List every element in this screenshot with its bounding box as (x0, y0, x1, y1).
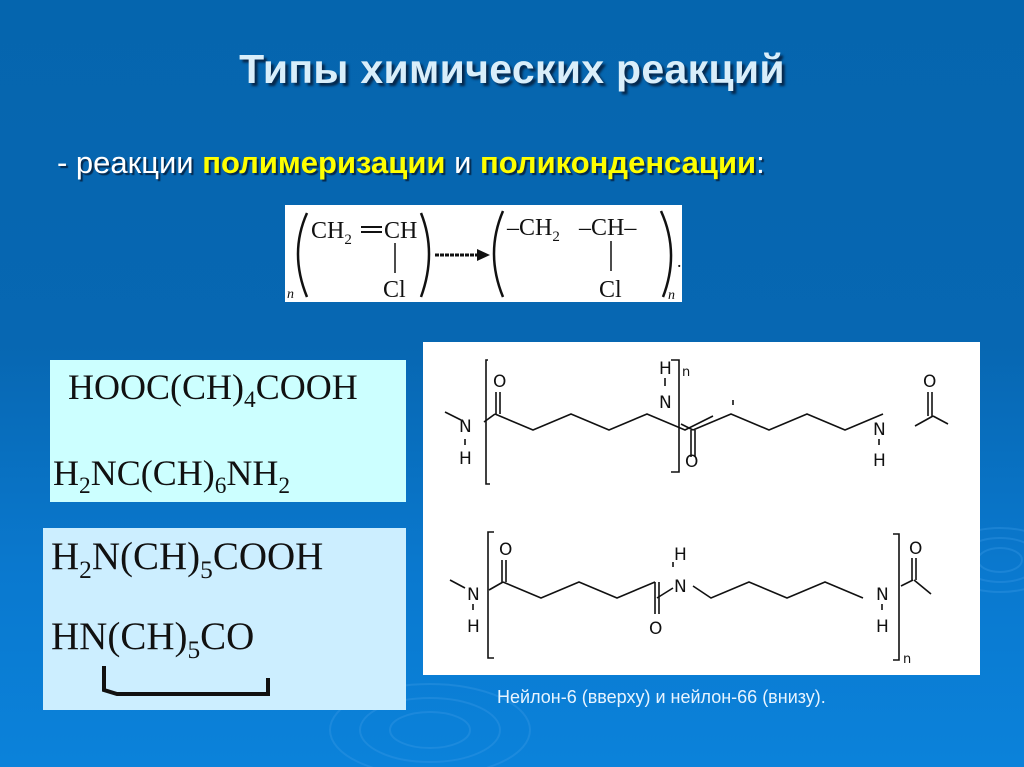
subtitle-highlight-polymerization: полимеризации (202, 145, 446, 180)
svg-text:O: O (493, 372, 506, 392)
svg-text:H: H (873, 451, 886, 471)
svg-text:H: H (459, 449, 472, 469)
caprolactam-ring-bracket (102, 666, 270, 696)
svg-text:N: N (674, 577, 687, 597)
pvc-polymerization-equation: n CH2 CH Cl –CH2 –CH– Cl n . (285, 205, 682, 302)
coefficient-n: n (287, 287, 294, 302)
subtitle-highlight-polycondensation: поликонденсации (480, 145, 757, 180)
nylon-structures-image: N H O H N n O N H O (423, 342, 980, 675)
subtitle-suffix: : (756, 145, 765, 180)
subtitle-connector: и (445, 145, 480, 180)
end-dot: . (677, 251, 682, 271)
svg-text:H: H (876, 617, 889, 637)
svg-text:O: O (499, 540, 512, 560)
polymer-ch2: –CH2 (506, 215, 560, 245)
svg-text:H: H (467, 617, 480, 637)
svg-text:O: O (923, 372, 936, 392)
svg-text:N: N (876, 585, 889, 605)
polymer-ch: –CH– (578, 215, 637, 241)
svg-text:O: O (685, 452, 698, 472)
svg-text:H: H (674, 545, 687, 565)
hexamethylenediamine-formula: H2NC(CH)6NH2 (53, 453, 291, 500)
monomer-ch: CH (384, 218, 417, 244)
nylon66-monomers-box: HOOC(CH)4COOH H2NC(CH)6NH2 (50, 360, 406, 502)
caprolactam-formula: HN(CH)5CO (51, 615, 255, 664)
nylon6-structure: N H O H N n O N H O (444, 359, 949, 485)
aminocaproic-acid-formula: H2N(CH)5COOH (51, 535, 324, 584)
monomer-cl: Cl (383, 277, 406, 302)
svg-text:N: N (467, 585, 480, 605)
svg-text:n: n (903, 652, 911, 667)
nylon66-structure: N H O O H N N H O n (449, 531, 932, 667)
nylon6-monomers-box: H2N(CH)5COOH HN(CH)5CO (43, 528, 406, 710)
svg-text:N: N (873, 420, 886, 440)
adipic-acid-formula: HOOC(CH)4COOH (68, 367, 358, 414)
slide-subtitle: - реакции полимеризации и поликонденсаци… (57, 145, 765, 181)
slide-title: Типы химических реакций (239, 46, 785, 92)
polymer-cl: Cl (599, 277, 622, 302)
svg-text:O: O (649, 619, 662, 639)
subtitle-prefix: - реакции (57, 145, 203, 180)
nylon-caption: Нейлон-6 (вверху) и нейлон-66 (внизу). (497, 687, 826, 707)
monomer-ch2: CH2 (311, 218, 352, 248)
svg-text:n: n (682, 365, 690, 380)
index-n: n (668, 288, 675, 302)
svg-text:N: N (659, 393, 672, 413)
svg-text:N: N (459, 417, 472, 437)
svg-text:O: O (909, 539, 922, 559)
svg-text:H: H (659, 359, 672, 379)
